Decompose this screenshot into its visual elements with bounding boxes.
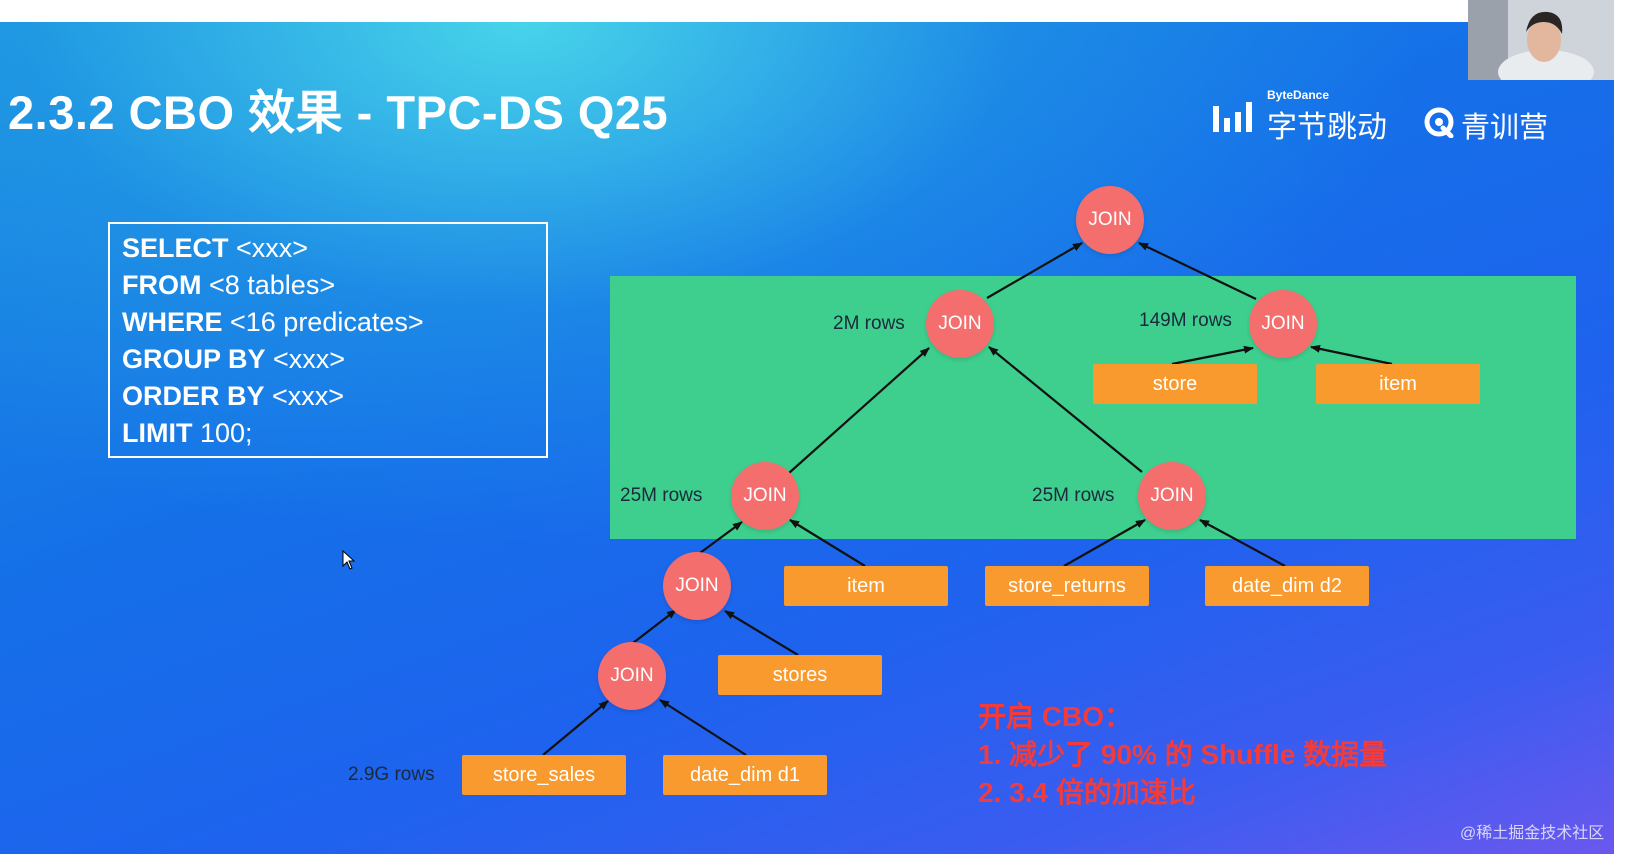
join-node-right-mid: JOIN: [1249, 290, 1317, 358]
join-node-level4: JOIN: [663, 552, 731, 620]
sql-argument: 100;: [192, 418, 253, 448]
rows-label-left-low: 25M rows: [620, 485, 703, 506]
sql-line-group-by: GROUP BY <xxx>: [122, 341, 534, 378]
join-node-root: JOIN: [1076, 186, 1144, 254]
edge: [1199, 519, 1286, 567]
sql-keyword: FROM: [122, 270, 202, 300]
join-node-right-low: JOIN: [1138, 462, 1206, 530]
sql-argument: <xxx>: [264, 381, 345, 411]
edge: [542, 700, 609, 756]
cbo-effect-note: 开启 CBO： 1. 减少了 90% 的 Shuffle 数据量 2. 3.4 …: [978, 698, 1387, 812]
edge: [788, 347, 930, 474]
bytedance-small-text: ByteDance: [1267, 88, 1330, 102]
table-store-returns: store_returns: [985, 566, 1149, 606]
edge: [986, 242, 1083, 299]
sql-argument: <xxx>: [228, 233, 309, 263]
rows-label-bottom: 2.9G rows: [348, 764, 435, 785]
edge: [659, 699, 747, 756]
bytedance-cn-text: 字节跳动: [1267, 111, 1387, 144]
right-margin: [1614, 0, 1626, 854]
edge: [988, 346, 1143, 473]
mouse-pointer-icon: [342, 550, 356, 570]
sql-keyword: ORDER BY: [122, 381, 265, 411]
cbo-note-item-1: 1. 减少了 90% 的 Shuffle 数据量: [978, 739, 1388, 770]
slide-title: 2.3.2 CBO 效果 - TPC-DS Q25: [8, 86, 669, 139]
edge: [1063, 519, 1146, 567]
edge: [724, 610, 799, 656]
bytedance-bars-icon: [1213, 102, 1252, 132]
sql-line-limit: LIMIT 100;: [122, 415, 534, 452]
join-node-bottom: JOIN: [598, 642, 666, 710]
sql-line-select: SELECT <xxx>: [122, 230, 534, 267]
camp-cn-text: 青训营: [1461, 112, 1549, 144]
sql-line-order-by: ORDER BY <xxx>: [122, 378, 534, 415]
edge: [1171, 345, 1254, 366]
watermark: @稀土掘金技术社区: [1460, 825, 1605, 842]
table-date-dim-d2: date_dim d2: [1205, 566, 1369, 606]
edge: [789, 519, 866, 567]
join-node-left-mid: JOIN: [926, 290, 994, 358]
join-tree-edges: [542, 242, 1393, 756]
table-store-sales: store_sales: [462, 755, 626, 795]
edge: [1310, 344, 1393, 366]
edge: [632, 609, 677, 644]
edge: [1138, 242, 1257, 300]
sql-argument: <xxx>: [265, 344, 346, 374]
sql-keyword: GROUP BY: [122, 344, 266, 374]
table-date-dim-d1: date_dim d1: [663, 755, 827, 795]
table-item-top: item: [1316, 364, 1480, 404]
cbo-note-item-2: 2. 3.4 倍的加速比: [978, 777, 1196, 808]
rows-label-right-mid: 149M rows: [1139, 310, 1232, 331]
slide: 2.3.2 CBO 效果 - TPC-DS Q25 ByteDance 字节跳动…: [0, 22, 1614, 854]
sql-argument: <8 tables>: [201, 270, 336, 300]
sql-keyword: WHERE: [122, 307, 223, 337]
sql-keyword: SELECT: [122, 233, 229, 263]
rows-label-left-mid: 2M rows: [833, 313, 905, 334]
sql-argument: <16 predicates>: [222, 307, 424, 337]
table-stores: stores: [718, 655, 882, 695]
edge: [699, 521, 743, 554]
table-store: store: [1093, 364, 1257, 404]
cbo-note-heading: 开启 CBO：: [978, 701, 1133, 732]
presenter-avatar-icon: [1468, 0, 1614, 80]
presenter-webcam-thumbnail: [1468, 0, 1614, 80]
rows-label-right-low: 25M rows: [1032, 485, 1115, 506]
sql-line-from: FROM <8 tables>: [122, 267, 534, 304]
camp-logo-icon: [1424, 107, 1454, 138]
sql-query-box: SELECT <xxx> FROM <8 tables> WHERE <16 p…: [108, 222, 548, 458]
sql-keyword: LIMIT: [122, 418, 193, 448]
join-node-left-low: JOIN: [731, 462, 799, 530]
sql-line-where: WHERE <16 predicates>: [122, 304, 534, 341]
table-item-mid: item: [784, 566, 948, 606]
